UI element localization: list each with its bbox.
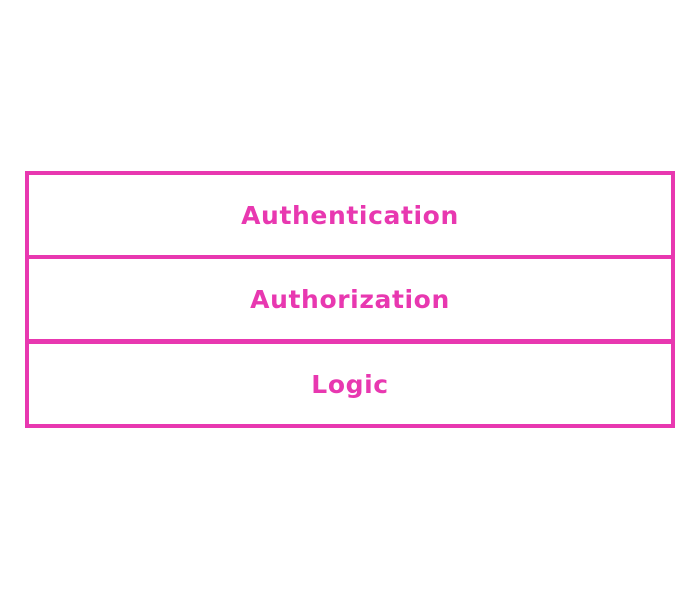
layer-label-authentication: Authentication [241, 200, 459, 230]
layer-label-logic: Logic [311, 369, 389, 399]
layer-logic: Logic [25, 340, 675, 428]
layer-authorization: Authorization [25, 255, 675, 343]
layer-label-authorization: Authorization [250, 284, 450, 314]
layer-authentication: Authentication [25, 171, 675, 259]
layer-stack-diagram: Authentication Authorization Logic [25, 171, 675, 429]
